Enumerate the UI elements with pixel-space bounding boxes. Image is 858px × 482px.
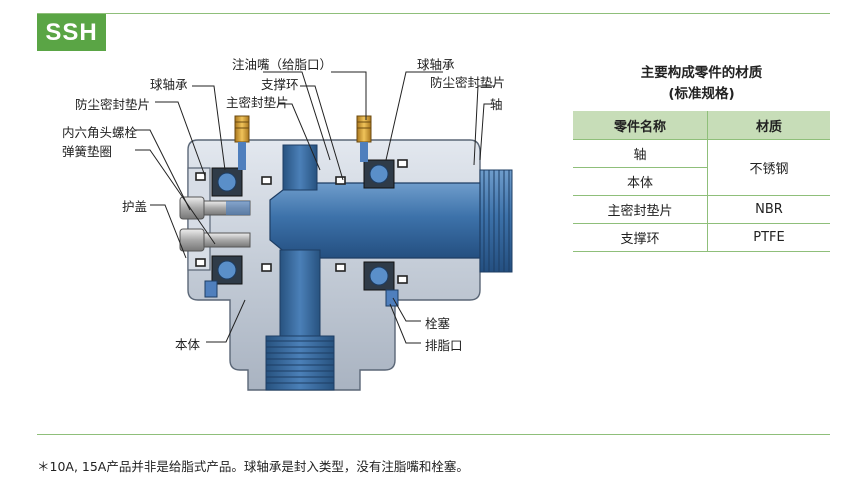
materials-header-row: 零件名称 材质	[573, 111, 830, 140]
label-spring-washer: 弹簧垫圈	[62, 144, 113, 159]
materials-table: 零件名称 材质 轴 不锈钢 本体 主密封垫片 NBR 支撑环 PTFE	[573, 111, 830, 252]
hex-bolt-lower	[179, 228, 251, 252]
label-drain: 排脂口	[425, 338, 463, 353]
plug-left	[204, 280, 218, 298]
label-ball-bearing-right: 球轴承	[417, 57, 455, 72]
top-rule	[37, 13, 830, 14]
header-material: 材质	[707, 111, 830, 140]
outlet-thread	[479, 169, 513, 273]
materials-title: 主要构成零件的材质	[640, 65, 763, 81]
label-main-seal: 主密封垫片	[226, 95, 289, 110]
shaft-horizontal	[269, 182, 481, 259]
table-row: 支撑环 PTFE	[573, 223, 830, 252]
ball-bearing-right-top	[363, 159, 395, 189]
header-part-name: 零件名称	[573, 111, 708, 140]
table-row: 本体	[573, 167, 830, 196]
label-shaft: 轴	[490, 97, 503, 112]
part-main-seal: 主密封垫片	[573, 195, 708, 224]
label-dust-seal-right: 防尘密封垫片	[430, 75, 506, 90]
label-dust-seal-left: 防尘密封垫片	[75, 97, 151, 112]
ssh-badge: SSH	[37, 14, 106, 51]
ball-bearing-right-bottom	[363, 261, 395, 291]
label-grease-nipple: 注油嘴（给脂口）	[232, 57, 333, 72]
label-cover: 护盖	[122, 199, 148, 214]
inlet-thread	[265, 335, 335, 391]
material-stainless: 不锈钢	[707, 139, 830, 196]
part-support-ring: 支撑环	[573, 223, 708, 252]
grease-nipple-left	[234, 115, 250, 170]
grease-nipple-right	[356, 115, 372, 162]
ball-bearing-left-top	[211, 167, 243, 197]
materials-subtitle: (标准规格)	[668, 86, 735, 102]
ball-bearing-left-bottom	[211, 255, 243, 285]
table-row: 主密封垫片 NBR	[573, 195, 830, 224]
material-ptfe: PTFE	[707, 223, 830, 252]
seals	[195, 159, 408, 284]
part-body: 本体	[573, 167, 708, 196]
outlet-thread-lines	[483, 170, 510, 272]
material-nbr: NBR	[707, 195, 830, 224]
leader-lines	[135, 71, 496, 344]
footnote: ＊10A, 15A产品并非是给脂式产品。球轴承是封入类型，没有注脂嘴和栓塞。	[37, 459, 469, 474]
bottom-rule	[37, 434, 830, 435]
label-body: 本体	[175, 337, 201, 352]
label-hex-bolt: 内六角头螺栓	[62, 125, 138, 140]
shaft-vertical-top	[282, 144, 318, 191]
label-plug: 栓塞	[425, 316, 451, 331]
table-row: 轴 不锈钢	[573, 139, 830, 196]
hex-bolt-upper	[179, 196, 251, 220]
part-shaft: 轴	[573, 139, 708, 168]
label-ball-bearing-left: 球轴承	[150, 77, 188, 92]
label-support-ring: 支撑环	[261, 77, 299, 92]
